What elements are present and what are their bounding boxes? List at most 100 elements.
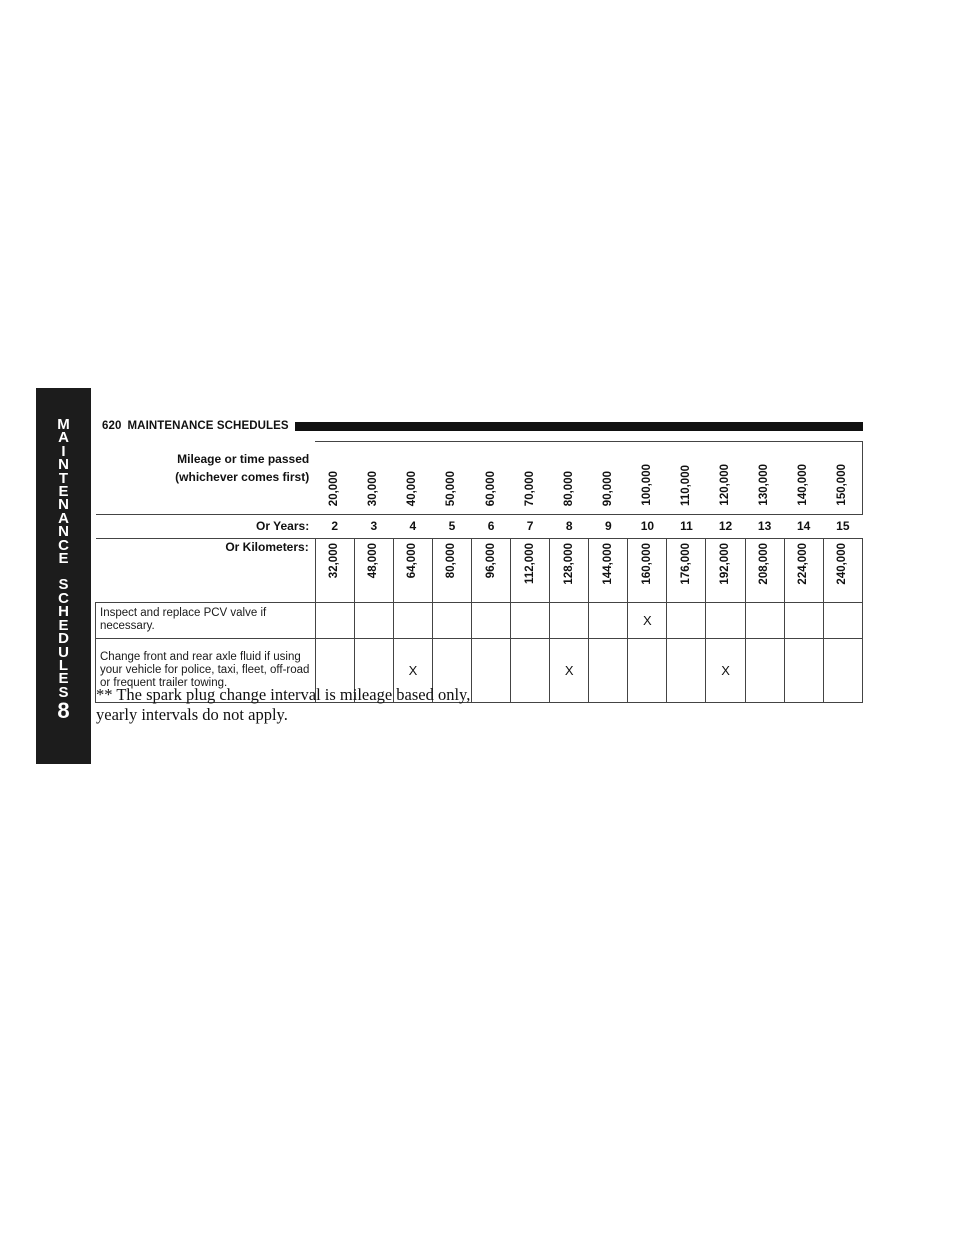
mileage-value: 60,000 (484, 470, 497, 506)
task-mark-cell: X (549, 637, 590, 703)
chapter-tab-letter: E (58, 483, 69, 501)
task-mark-cell (666, 601, 707, 639)
mileage-row-label: Mileage or time passed (whichever comes … (96, 442, 316, 515)
kilometers-row-label: Or Kilometers: (225, 539, 309, 554)
kilometers-value: 64,000 (406, 543, 419, 579)
years-value: 13 (745, 513, 785, 539)
header-rule (294, 422, 863, 431)
chapter-tab-letter: A (58, 429, 69, 447)
task-mark-cell (314, 601, 355, 639)
years-value: 15 (823, 513, 863, 539)
task-mark-cell (744, 601, 785, 639)
task-label: Inspect and replace PCV valve if necessa… (95, 601, 316, 639)
kilometers-value: 208,000 (758, 543, 771, 585)
mileage-value: 130,000 (758, 464, 771, 506)
task-mark-cell (822, 601, 864, 639)
mileage-value: 110,000 (679, 464, 692, 506)
mileage-value: 40,000 (406, 470, 419, 506)
mileage-label-line2: (whichever comes first) (175, 469, 310, 484)
chapter-tab-letter: H (58, 603, 69, 621)
footnote-line2: yearly intervals do not apply. (96, 705, 288, 724)
chapter-tab-letter: T (58, 469, 69, 487)
task-mark-cell (588, 601, 629, 639)
years-value: 9 (588, 513, 628, 539)
kilometers-value: 48,000 (367, 543, 380, 579)
maintenance-schedule-table: Mileage or time passed (whichever comes … (95, 441, 864, 703)
years-value: 4 (393, 513, 433, 539)
mileage-label-line1: Mileage or time passed (177, 451, 310, 466)
years-value: 8 (549, 513, 589, 539)
kilometers-value: 112,000 (523, 543, 536, 584)
chapter-tab-letter: A (58, 509, 69, 527)
mileage-value: 100,000 (640, 464, 653, 506)
mileage-value: 70,000 (523, 470, 536, 506)
task-mark-cell (783, 601, 824, 639)
task-mark-cell (627, 637, 668, 703)
mileage-value: 120,000 (719, 464, 732, 506)
mileage-value: 90,000 (601, 470, 614, 506)
mileage-value: 80,000 (562, 470, 575, 506)
chapter-tab-letter: E (58, 670, 69, 688)
footnote-line1: ** The spark plug change interval is mil… (96, 685, 471, 704)
task-label: Change front and rear axle fluid if usin… (95, 637, 316, 703)
kilometers-value: 128,000 (562, 543, 575, 585)
years-value: 10 (627, 513, 667, 539)
years-value: 6 (471, 513, 511, 539)
task-mark-cell (705, 601, 746, 639)
page-header: 620 MAINTENANCE SCHEDULES (102, 418, 863, 434)
section-title: MAINTENANCE SCHEDULES (127, 420, 289, 432)
task-mark-cell: X (392, 637, 433, 703)
chapter-tab: M A I N T E N A N C E S C H E D U L E S … (36, 388, 91, 764)
task-mark-cell: X (627, 601, 668, 639)
chapter-tab-letter: E (58, 616, 69, 634)
kilometers-row: Or Kilometers: 32,000 48,000 64,000 80,0… (96, 538, 864, 602)
kilometers-value: 240,000 (836, 543, 849, 585)
task-mark-cell (353, 601, 394, 639)
kilometers-value: 32,000 (328, 543, 341, 579)
kilometers-value: 96,000 (484, 543, 497, 579)
task-mark-cell (510, 601, 551, 639)
years-value: 11 (666, 513, 706, 539)
task-row-pcv-valve: Inspect and replace PCV valve if necessa… (95, 601, 864, 639)
header-text: 620 MAINTENANCE SCHEDULES (102, 420, 289, 432)
chapter-tab-letter: L (58, 656, 69, 674)
years-value: 5 (432, 513, 472, 539)
task-row-axle-fluid: Change front and rear axle fluid if usin… (95, 637, 864, 703)
task-mark-cell (549, 601, 590, 639)
task-mark-cell (783, 637, 824, 703)
years-value: 3 (354, 513, 394, 539)
task-mark-cell (392, 601, 433, 639)
task-mark-cell: X (705, 637, 746, 703)
chapter-tab-letter: S (58, 576, 69, 594)
kilometers-value: 224,000 (797, 543, 810, 585)
spark-plug-footnote: ** The spark plug change interval is mil… (96, 685, 616, 725)
mileage-value: 50,000 (445, 470, 458, 506)
chapter-tab-letter: S (58, 683, 69, 701)
mileage-value: 150,000 (836, 464, 849, 506)
kilometers-value: 80,000 (445, 543, 458, 579)
chapter-tab-letter: U (58, 643, 69, 661)
task-mark-cell (353, 637, 394, 703)
years-value: 14 (784, 513, 824, 539)
chapter-tab-letter: N (58, 456, 69, 474)
task-mark-cell (744, 637, 785, 703)
mileage-value: 140,000 (797, 464, 810, 506)
task-mark-cell (314, 637, 355, 703)
chapter-tab-letter: E (58, 550, 69, 568)
mileage-row: Mileage or time passed (whichever comes … (96, 441, 864, 515)
years-value: 2 (315, 513, 355, 539)
task-mark-cell (666, 637, 707, 703)
years-value: 12 (705, 513, 746, 539)
page-number: 620 (102, 420, 122, 432)
chapter-tab-letter: C (58, 536, 69, 554)
kilometers-value: 144,000 (601, 543, 614, 585)
task-mark-cell (822, 637, 864, 703)
mileage-value: 30,000 (367, 470, 380, 506)
task-mark-cell (471, 637, 512, 703)
kilometers-value: 160,000 (640, 543, 653, 585)
task-mark-cell (471, 601, 512, 639)
years-row: Or Years: 2 3 4 5 6 7 8 9 10 11 12 13 14… (95, 513, 863, 539)
chapter-tab-letter: N (58, 496, 69, 514)
task-mark-cell (431, 601, 473, 639)
mileage-value: 20,000 (328, 470, 341, 506)
